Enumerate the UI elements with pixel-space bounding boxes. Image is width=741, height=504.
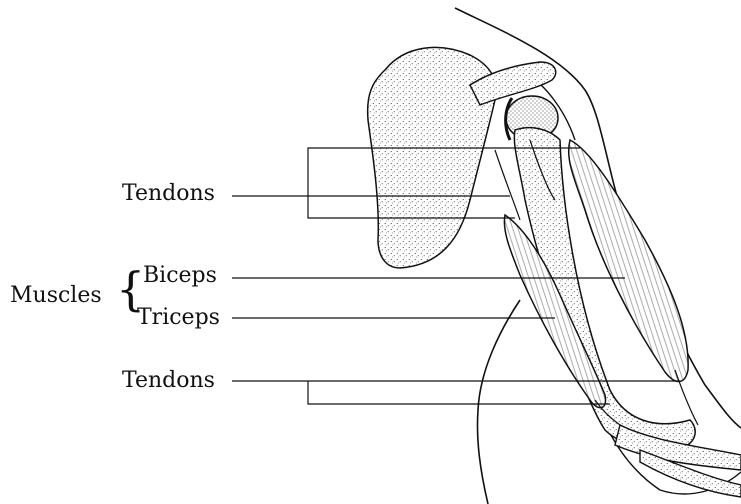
label-tendons-bottom: Tendons (122, 370, 215, 392)
label-biceps: Biceps (143, 265, 217, 287)
biceps-tendon-lower (675, 370, 698, 425)
bracket-tendons-bottom (308, 381, 610, 404)
label-triceps: Triceps (137, 307, 220, 329)
label-muscles: Muscles (10, 285, 102, 307)
skin-outline-underarm (477, 300, 520, 504)
triceps-tendon-upper (495, 150, 520, 220)
label-tendons-top: Tendons (122, 183, 215, 205)
